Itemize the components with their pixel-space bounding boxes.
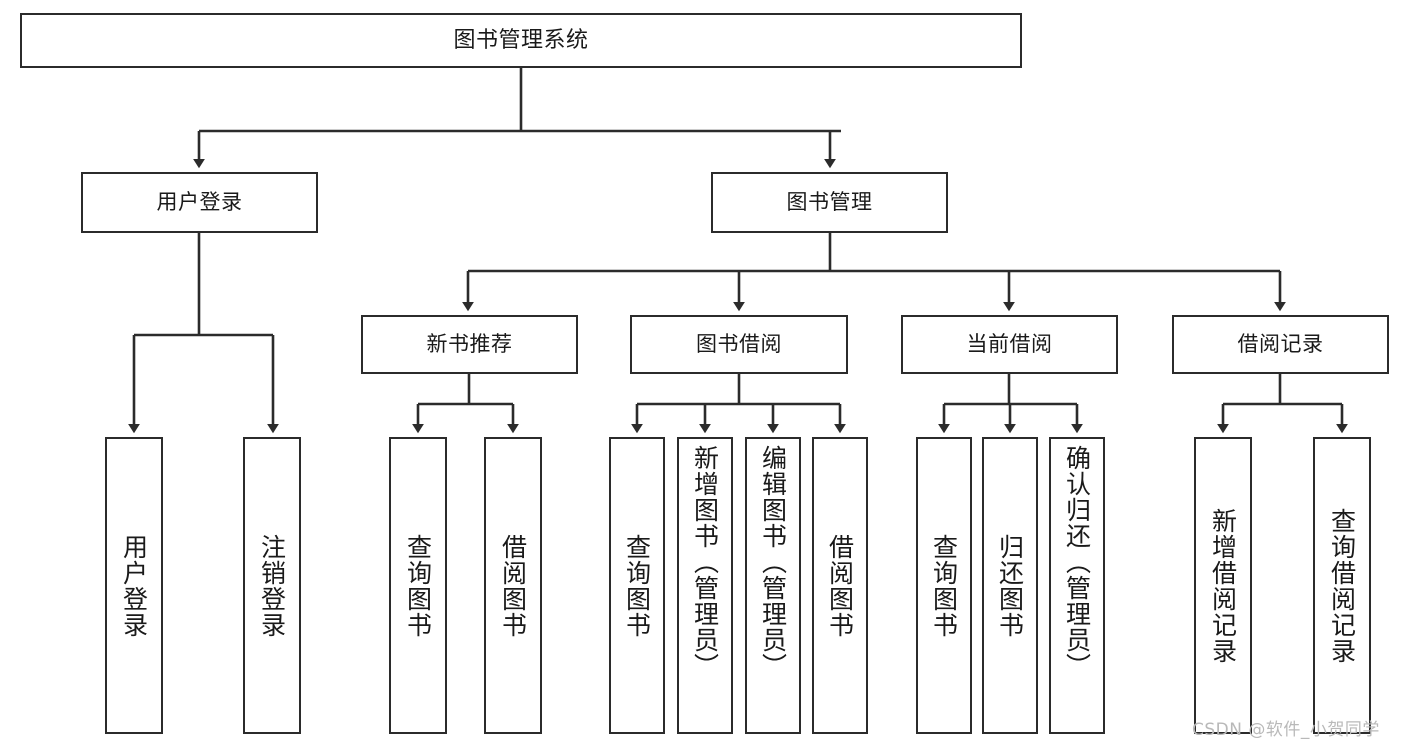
node-leaf-user-login-label: 用户登录 — [119, 533, 149, 638]
node-book-management-label: 图书管理 — [786, 190, 873, 215]
node-leaf-query-book-current[interactable]: 查询图书 — [916, 437, 972, 734]
node-leaf-add-book-admin-label: 新增图书（管理员） — [690, 445, 720, 679]
node-leaf-query-book-borrow-label: 查询图书 — [622, 533, 652, 638]
node-user-login-label: 用户登录 — [156, 190, 243, 215]
node-user-login[interactable]: 用户登录 — [81, 172, 318, 233]
node-leaf-query-borrow-record-label: 查询借阅记录 — [1327, 507, 1357, 664]
node-leaf-query-book-rec[interactable]: 查询图书 — [389, 437, 447, 734]
node-current-borrow[interactable]: 当前借阅 — [901, 315, 1118, 374]
csdn-watermark: CSDN @软件_小贺同学 — [1192, 720, 1380, 740]
node-leaf-query-borrow-record[interactable]: 查询借阅记录 — [1313, 437, 1371, 734]
node-root[interactable]: 图书管理系统 — [20, 13, 1022, 68]
node-book-management[interactable]: 图书管理 — [711, 172, 948, 233]
node-leaf-query-book-rec-label: 查询图书 — [403, 533, 433, 638]
node-new-book-recommend[interactable]: 新书推荐 — [361, 315, 578, 374]
node-leaf-return-book-label: 归还图书 — [995, 533, 1025, 638]
node-current-borrow-label: 当前借阅 — [966, 332, 1053, 357]
node-book-borrow[interactable]: 图书借阅 — [630, 315, 848, 374]
node-leaf-user-logout-label: 注销登录 — [257, 533, 287, 638]
node-leaf-query-book-current-label: 查询图书 — [929, 533, 959, 638]
node-leaf-borrow-book-rec-label: 借阅图书 — [498, 533, 528, 638]
node-leaf-add-borrow-record-label: 新增借阅记录 — [1208, 507, 1238, 664]
node-borrow-records-label: 借阅记录 — [1237, 332, 1324, 357]
node-leaf-confirm-return-admin-label: 确认归还（管理员） — [1062, 445, 1092, 679]
node-leaf-user-logout[interactable]: 注销登录 — [243, 437, 301, 734]
node-leaf-borrow-book[interactable]: 借阅图书 — [812, 437, 868, 734]
node-leaf-edit-book-admin[interactable]: 编辑图书（管理员） — [745, 437, 801, 734]
node-book-borrow-label: 图书借阅 — [696, 332, 782, 357]
node-leaf-confirm-return-admin[interactable]: 确认归还（管理员） — [1049, 437, 1105, 734]
node-borrow-records[interactable]: 借阅记录 — [1172, 315, 1389, 374]
node-leaf-borrow-book-label: 借阅图书 — [825, 533, 855, 638]
node-leaf-edit-book-admin-label: 编辑图书（管理员） — [758, 445, 788, 679]
node-leaf-add-borrow-record[interactable]: 新增借阅记录 — [1194, 437, 1252, 734]
node-leaf-user-login[interactable]: 用户登录 — [105, 437, 163, 734]
node-new-book-recommend-label: 新书推荐 — [426, 332, 513, 357]
node-leaf-add-book-admin[interactable]: 新增图书（管理员） — [677, 437, 733, 734]
node-leaf-query-book-borrow[interactable]: 查询图书 — [609, 437, 665, 734]
node-leaf-borrow-book-rec[interactable]: 借阅图书 — [484, 437, 542, 734]
node-root-label: 图书管理系统 — [453, 27, 589, 53]
node-leaf-return-book[interactable]: 归还图书 — [982, 437, 1038, 734]
